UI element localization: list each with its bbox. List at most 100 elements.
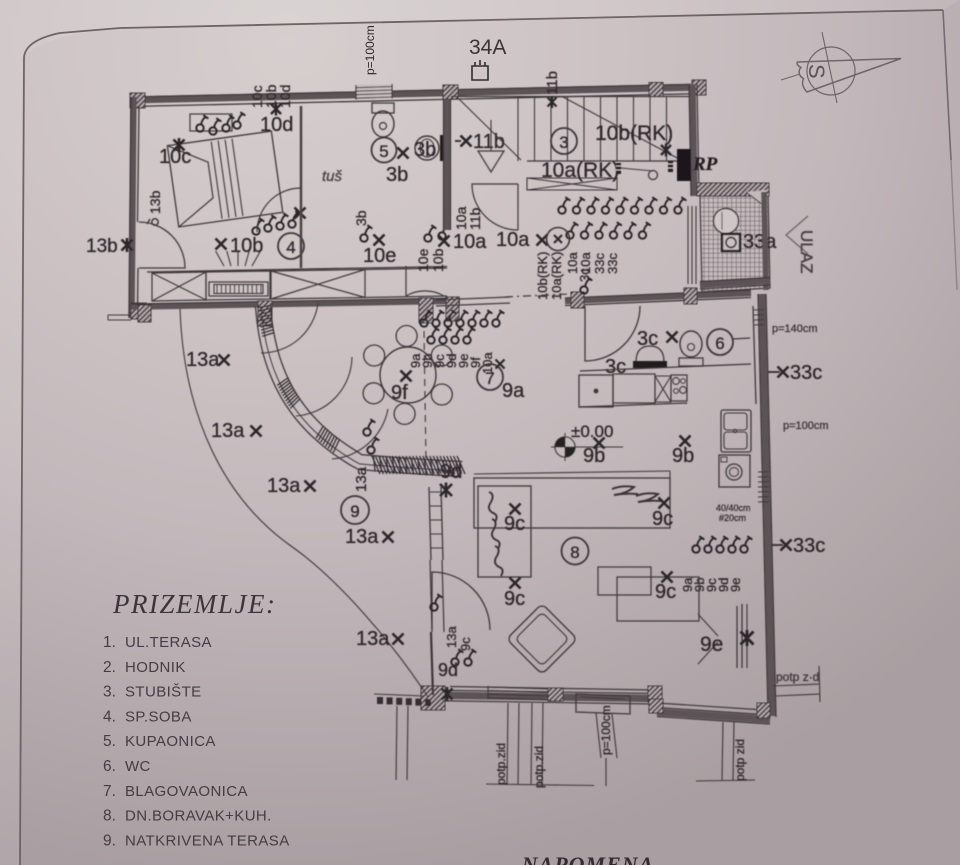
svg-text:tuš: tuš bbox=[322, 168, 343, 185]
svg-text:10a(RK): 10a(RK) bbox=[541, 159, 619, 182]
svg-text:5: 5 bbox=[379, 142, 388, 161]
svg-text:10b(RK): 10b(RK) bbox=[595, 122, 673, 145]
svg-text:9b: 9b bbox=[420, 354, 435, 368]
svg-text:STUBIŠTE: STUBIŠTE bbox=[125, 684, 202, 701]
svg-text:9c: 9c bbox=[704, 578, 719, 592]
svg-text:9c: 9c bbox=[504, 588, 525, 610]
svg-text:11b: 11b bbox=[473, 131, 505, 153]
svg-text:10e: 10e bbox=[363, 245, 396, 267]
svg-text:10a: 10a bbox=[565, 252, 580, 274]
svg-text:2.: 2. bbox=[103, 659, 116, 676]
svg-text:9e: 9e bbox=[728, 578, 743, 592]
svg-text:13a: 13a bbox=[267, 475, 301, 497]
svg-text:potp.zid: potp.zid bbox=[494, 743, 508, 785]
svg-text:8.: 8. bbox=[103, 808, 116, 825]
svg-text:10c: 10c bbox=[159, 146, 191, 168]
svg-text:3: 3 bbox=[559, 133, 568, 152]
svg-text:3b: 3b bbox=[414, 139, 436, 161]
svg-text:9e: 9e bbox=[700, 633, 723, 656]
svg-text:13a: 13a bbox=[353, 466, 370, 492]
svg-text:9c: 9c bbox=[655, 581, 676, 603]
svg-text:33c: 33c bbox=[592, 253, 607, 274]
svg-text:3c: 3c bbox=[605, 356, 626, 378]
svg-text:33c: 33c bbox=[793, 535, 825, 557]
svg-text:9f: 9f bbox=[391, 382, 408, 404]
svg-text:9a: 9a bbox=[502, 380, 525, 402]
svg-text:33c: 33c bbox=[790, 362, 822, 384]
svg-text:10a: 10a bbox=[480, 352, 495, 374]
svg-text:13b: 13b bbox=[147, 190, 163, 214]
svg-text:3b: 3b bbox=[353, 210, 369, 226]
svg-text:9b: 9b bbox=[672, 445, 694, 467]
svg-text:5.: 5. bbox=[103, 733, 116, 750]
svg-text:13a: 13a bbox=[186, 349, 220, 371]
svg-text:p=100cm: p=100cm bbox=[363, 25, 377, 75]
svg-text:10a: 10a bbox=[453, 231, 487, 253]
svg-text:13b: 13b bbox=[86, 236, 118, 257]
svg-text:33c: 33c bbox=[605, 253, 620, 274]
svg-text:10d: 10d bbox=[277, 85, 293, 108]
svg-text:10a: 10a bbox=[578, 252, 593, 274]
svg-text:10b: 10b bbox=[430, 248, 446, 272]
svg-text:9c: 9c bbox=[458, 637, 473, 651]
svg-text:10a: 10a bbox=[453, 206, 469, 230]
svg-text:4.: 4. bbox=[103, 708, 116, 725]
svg-text:9d: 9d bbox=[440, 461, 462, 483]
svg-text:33a: 33a bbox=[743, 231, 777, 253]
svg-text:9: 9 bbox=[350, 502, 359, 521]
svg-text:10c: 10c bbox=[249, 85, 265, 108]
svg-text:11b: 11b bbox=[467, 207, 483, 230]
svg-text:SP.SOBA: SP.SOBA bbox=[125, 708, 192, 725]
svg-text:9a: 9a bbox=[680, 577, 695, 592]
svg-text:13a: 13a bbox=[444, 626, 459, 648]
svg-text:13a: 13a bbox=[345, 526, 379, 548]
svg-text:7: 7 bbox=[485, 369, 494, 388]
svg-text:±0.00: ±0.00 bbox=[571, 422, 613, 441]
svg-text:8: 8 bbox=[570, 543, 579, 562]
svg-text:potp z·d: potp z·d bbox=[776, 670, 819, 684]
svg-text:9f: 9f bbox=[468, 357, 483, 368]
svg-text:9a: 9a bbox=[408, 353, 423, 368]
svg-text:10d: 10d bbox=[260, 114, 293, 136]
svg-text:3b: 3b bbox=[386, 164, 408, 186]
svg-text:9c: 9c bbox=[504, 513, 525, 535]
svg-text:11b: 11b bbox=[544, 71, 561, 95]
svg-text:p=100cm: p=100cm bbox=[599, 705, 613, 755]
svg-text:6: 6 bbox=[715, 334, 724, 353]
svg-text:10a(RK): 10a(RK) bbox=[549, 252, 564, 300]
svg-text:1.: 1. bbox=[103, 634, 116, 651]
svg-text:BLAGOVAONICA: BLAGOVAONICA bbox=[125, 783, 248, 800]
svg-text:9d: 9d bbox=[716, 578, 731, 592]
svg-text:#20cm: #20cm bbox=[719, 513, 746, 523]
svg-text:9d: 9d bbox=[444, 354, 459, 368]
svg-text:10e: 10e bbox=[415, 248, 431, 272]
svg-text:9.: 9. bbox=[103, 832, 116, 849]
svg-text:10b(RK): 10b(RK) bbox=[535, 252, 550, 300]
svg-text:10b: 10b bbox=[230, 235, 263, 257]
svg-text:NATKRIVENA TERASA: NATKRIVENA TERASA bbox=[125, 832, 290, 849]
svg-text:DN.BORAVAK+KUH.: DN.BORAVAK+KUH. bbox=[125, 808, 272, 825]
svg-text:PRIZEMLJE:: PRIZEMLJE: bbox=[112, 589, 276, 619]
svg-text:6.: 6. bbox=[103, 758, 116, 775]
svg-text:9e: 9e bbox=[456, 354, 471, 368]
svg-text:ULAZ: ULAZ bbox=[797, 230, 816, 273]
svg-text:13a: 13a bbox=[356, 628, 390, 650]
svg-text:RP: RP bbox=[692, 154, 718, 175]
svg-text:34A: 34A bbox=[469, 36, 506, 59]
svg-text:3.: 3. bbox=[103, 684, 116, 701]
svg-text:potp.zid: potp.zid bbox=[532, 746, 546, 788]
svg-text:HODNIK: HODNIK bbox=[125, 659, 186, 676]
svg-text:3c: 3c bbox=[637, 328, 658, 350]
svg-text:9c: 9c bbox=[652, 508, 673, 530]
svg-text:NAPOMENA: NAPOMENA bbox=[521, 852, 655, 865]
svg-text:9b: 9b bbox=[583, 445, 605, 467]
svg-text:10b: 10b bbox=[263, 84, 279, 108]
svg-text:p=140cm: p=140cm bbox=[772, 323, 818, 335]
svg-text:13a: 13a bbox=[211, 420, 245, 442]
svg-text:UL.TERASA: UL.TERASA bbox=[125, 634, 212, 651]
svg-text:potp zid: potp zid bbox=[733, 739, 747, 781]
svg-text:10a: 10a bbox=[496, 229, 530, 251]
svg-text:p=100cm: p=100cm bbox=[783, 420, 829, 432]
svg-text:WC: WC bbox=[125, 758, 151, 775]
svg-text:7.: 7. bbox=[103, 783, 116, 800]
